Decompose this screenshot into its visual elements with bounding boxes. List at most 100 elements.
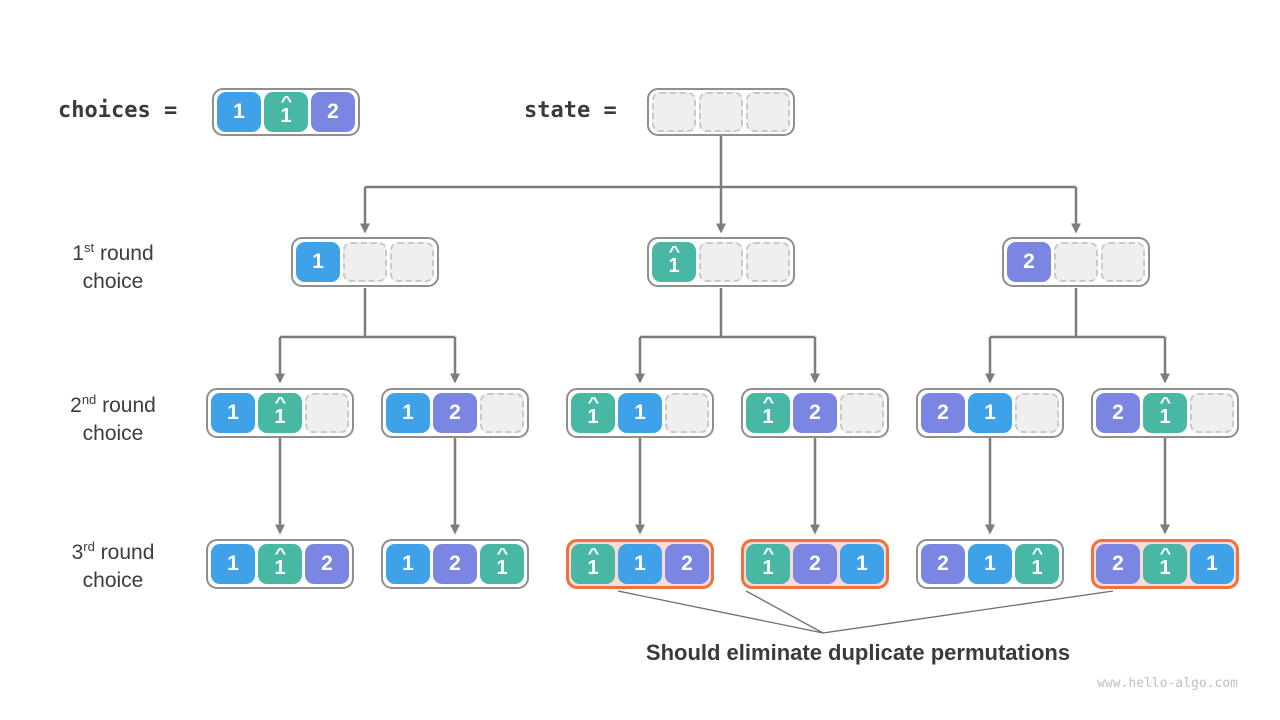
empty-cell: [665, 393, 709, 433]
empty-cell: [480, 393, 524, 433]
hat-caret: ^: [1159, 394, 1171, 411]
row-label-round-3: 3rd round choice: [38, 533, 188, 595]
cell-1: 1: [968, 393, 1012, 433]
empty-cell: [390, 242, 434, 282]
state-array: [647, 88, 795, 136]
cell-number: 1: [1031, 557, 1043, 579]
cell-1-hat: ^1: [258, 544, 302, 584]
duplicate-pointer-lines: [617, 590, 1114, 634]
empty-cell: [1190, 393, 1234, 433]
row-label-line1: 1st round: [72, 240, 154, 265]
cell-1: 1: [217, 92, 261, 132]
row-label-line2: choice: [82, 270, 144, 293]
cell-2: 2: [793, 544, 837, 584]
cell-1: 1: [211, 544, 255, 584]
cell-1-hat: ^1: [1143, 544, 1187, 584]
cell-number: 1: [280, 105, 292, 127]
tree-node: 2^1: [1091, 388, 1239, 438]
cell-number: 1: [762, 557, 774, 579]
cell-2: 2: [1096, 393, 1140, 433]
row-label-line1: 3rd round: [71, 539, 155, 564]
tree-node: 1^1: [206, 388, 354, 438]
edges-level1-to-level2: [275, 288, 1170, 384]
hat-caret: ^: [1159, 545, 1171, 562]
hat-caret: ^: [762, 394, 774, 411]
row-label-round-1: 1st round choice: [38, 234, 188, 296]
edges-level2-to-level3: [275, 438, 1170, 535]
cell-number: 1: [668, 255, 680, 277]
empty-cell: [1015, 393, 1059, 433]
cell-number: 1: [274, 406, 286, 428]
cell-1: 1: [386, 393, 430, 433]
cell-1-hat: ^1: [480, 544, 524, 584]
cell-2: 2: [921, 544, 965, 584]
hat-caret: ^: [587, 394, 599, 411]
empty-cell: [699, 92, 743, 132]
cell-1-hat: ^1: [746, 393, 790, 433]
cell-2: 2: [305, 544, 349, 584]
state-label: state =: [524, 98, 617, 123]
tree-node: ^1: [647, 237, 795, 287]
empty-cell: [1054, 242, 1098, 282]
watermark: www.hello-algo.com: [1097, 676, 1238, 691]
cell-2: 2: [793, 393, 837, 433]
cell-1-hat: ^1: [571, 544, 615, 584]
empty-cell: [746, 242, 790, 282]
cell-number: 1: [274, 557, 286, 579]
hat-caret: ^: [1031, 545, 1043, 562]
cell-1-hat: ^1: [652, 242, 696, 282]
cell-1-hat: ^1: [264, 92, 308, 132]
hat-caret: ^: [274, 394, 286, 411]
cell-number: 1: [1159, 406, 1171, 428]
cell-2: 2: [433, 544, 477, 584]
row-label-round-2: 2nd round choice: [38, 386, 188, 448]
cell-1: 1: [968, 544, 1012, 584]
cell-1-hat: ^1: [258, 393, 302, 433]
choices-label: choices =: [58, 98, 178, 123]
cell-number: 1: [587, 406, 599, 428]
cell-1: 1: [618, 544, 662, 584]
hat-caret: ^: [668, 243, 680, 260]
cell-2: 2: [1096, 544, 1140, 584]
row-label-line2: choice: [82, 422, 144, 445]
cell-2: 2: [311, 92, 355, 132]
cell-1-hat: ^1: [746, 544, 790, 584]
cell-number: 1: [496, 557, 508, 579]
cell-1: 1: [211, 393, 255, 433]
cell-number: 1: [762, 406, 774, 428]
cell-2: 2: [433, 393, 477, 433]
cell-1-hat: ^1: [1143, 393, 1187, 433]
empty-cell: [746, 92, 790, 132]
cell-1: 1: [386, 544, 430, 584]
row-label-line2: choice: [82, 569, 144, 592]
hat-caret: ^: [496, 545, 508, 562]
cell-1-hat: ^1: [1015, 544, 1059, 584]
cell-2: 2: [665, 544, 709, 584]
row-label-line1: 2nd round: [70, 392, 156, 417]
cell-1: 1: [618, 393, 662, 433]
empty-cell: [1101, 242, 1145, 282]
empty-cell: [699, 242, 743, 282]
cell-1: 1: [1190, 544, 1234, 584]
cell-1: 1: [840, 544, 884, 584]
hat-caret: ^: [274, 545, 286, 562]
hat-caret: ^: [587, 545, 599, 562]
hat-caret: ^: [762, 545, 774, 562]
empty-cell: [840, 393, 884, 433]
hat-caret: ^: [280, 93, 292, 110]
cell-2: 2: [921, 393, 965, 433]
tree-node: 1: [291, 237, 439, 287]
cell-1: 1: [296, 242, 340, 282]
